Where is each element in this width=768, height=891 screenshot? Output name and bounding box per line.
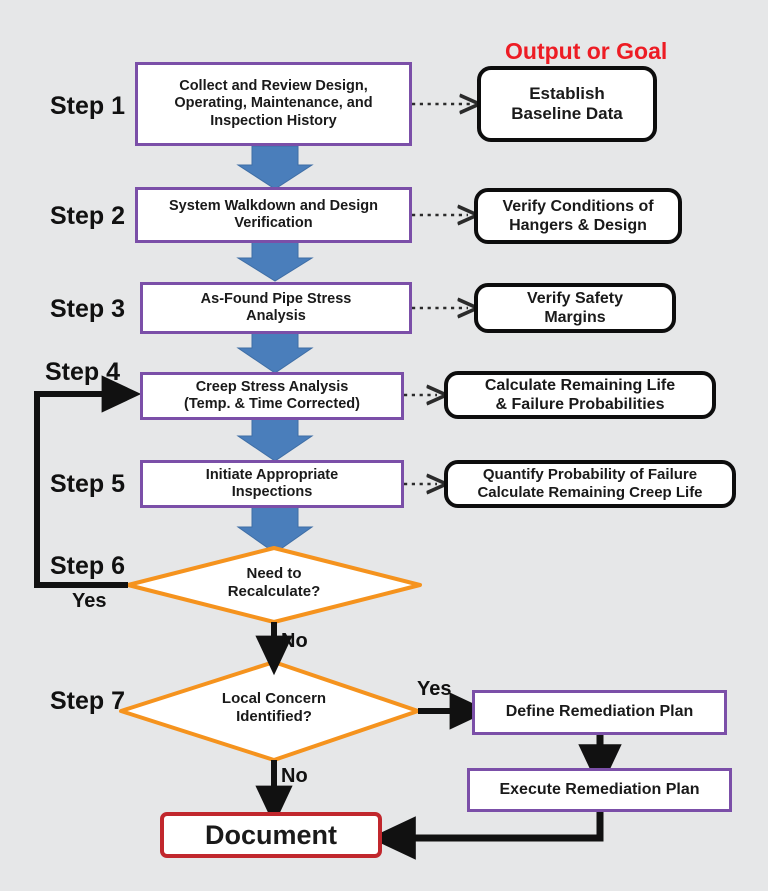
process-box-step-3[interactable]: As-Found Pipe Stress Analysis [140, 282, 412, 334]
goal-box-step-1[interactable]: Establish Baseline Data [477, 66, 657, 142]
step-label-6: Step 6 [49, 552, 125, 580]
goal-line: Quantify Probability of Failure [482, 466, 698, 483]
edge-label-concern-no: No [281, 765, 308, 787]
goal-line: Margins [544, 309, 606, 326]
process-line: Analysis [246, 308, 306, 324]
process-line: Initiate Appropriate [205, 466, 339, 483]
page-title: Output or Goal [505, 38, 668, 64]
step-label-5: Step 5 [49, 470, 125, 498]
process-box-step-2[interactable]: System Walkdown and Design Verification [135, 187, 412, 243]
process-line: Verification [234, 215, 313, 231]
goal-line: Hangers & Design [509, 217, 647, 234]
goal-line: Verify Conditions of [502, 197, 654, 215]
document-label: Document [204, 819, 337, 850]
process-line: Inspection History [210, 112, 337, 129]
edge-label-recalc-yes: Yes [72, 590, 107, 612]
process-line: System Walkdown and Design [169, 197, 378, 214]
goal-box-step-4[interactable]: Calculate Remaining Life & Failure Proba… [444, 371, 716, 419]
process-box-step-1[interactable]: Collect and Review Design, Operating, Ma… [135, 62, 412, 146]
process-line: Collect and Review Design, [179, 78, 368, 95]
arrow-execute-to-document [369, 812, 604, 860]
blue-arrow-1-to-2 [236, 145, 314, 190]
decision-line: Identified? [236, 708, 312, 726]
goal-line: & Failure Probabilities [495, 396, 665, 413]
process-box-step-4[interactable]: Creep Stress Analysis (Temp. & Time Corr… [140, 372, 404, 420]
decision-2-text: Local Concern Identified? [174, 690, 374, 727]
step-label-4: Step 4 [44, 358, 120, 386]
process-line: Creep Stress Analysis [195, 378, 349, 395]
goal-line: Calculate Remaining Life [484, 376, 676, 394]
feedback-loop-yes-to-step4 [34, 375, 142, 588]
edge-label-concern-yes: Yes [417, 678, 452, 700]
decision-line: Recalculate? [227, 583, 321, 601]
remediation-define-label: Define Remediation Plan [505, 703, 694, 721]
remediation-execute-label: Execute Remediation Plan [499, 780, 700, 798]
step-label-2: Step 2 [49, 202, 125, 230]
process-line: As-Found Pipe Stress [200, 290, 352, 307]
blue-arrow-4-to-5 [236, 415, 314, 462]
process-box-step-5[interactable]: Initiate Appropriate Inspections [140, 460, 404, 508]
goal-line: Establish [529, 83, 605, 103]
goal-box-step-2[interactable]: Verify Conditions of Hangers & Design [474, 188, 682, 244]
goal-line: Calculate Remaining Creep Life [477, 484, 703, 501]
step-label-7: Step 7 [49, 687, 125, 715]
decision-line: Need to [246, 565, 302, 582]
goal-line: Verify Safety [526, 289, 624, 307]
blue-arrow-5-to-d1 [236, 504, 314, 554]
decision-line: Local Concern [221, 690, 327, 707]
process-box-define-remediation-plan[interactable]: Define Remediation Plan [472, 690, 727, 735]
process-line: Operating, Maintenance, and [174, 95, 373, 112]
goal-line: Baseline Data [511, 104, 623, 123]
edge-label-recalc-no: No [281, 630, 308, 652]
process-line: (Temp. & Time Corrected) [184, 396, 360, 412]
dotted-goal-connectors [404, 104, 470, 484]
decision-1-text: Need to Recalculate? [174, 565, 374, 602]
process-line: Inspections [231, 484, 313, 500]
goal-box-step-5[interactable]: Quantify Probability of Failure Calculat… [444, 460, 736, 508]
process-box-execute-remediation-plan[interactable]: Execute Remediation Plan [467, 768, 732, 812]
goal-box-step-3[interactable]: Verify Safety Margins [474, 283, 676, 333]
terminal-document[interactable]: Document [160, 812, 382, 858]
step-label-3: Step 3 [49, 295, 125, 323]
blue-arrow-3-to-4 [236, 327, 314, 374]
blue-arrow-2-to-3 [236, 239, 314, 282]
step-label-1: Step 1 [49, 92, 125, 120]
